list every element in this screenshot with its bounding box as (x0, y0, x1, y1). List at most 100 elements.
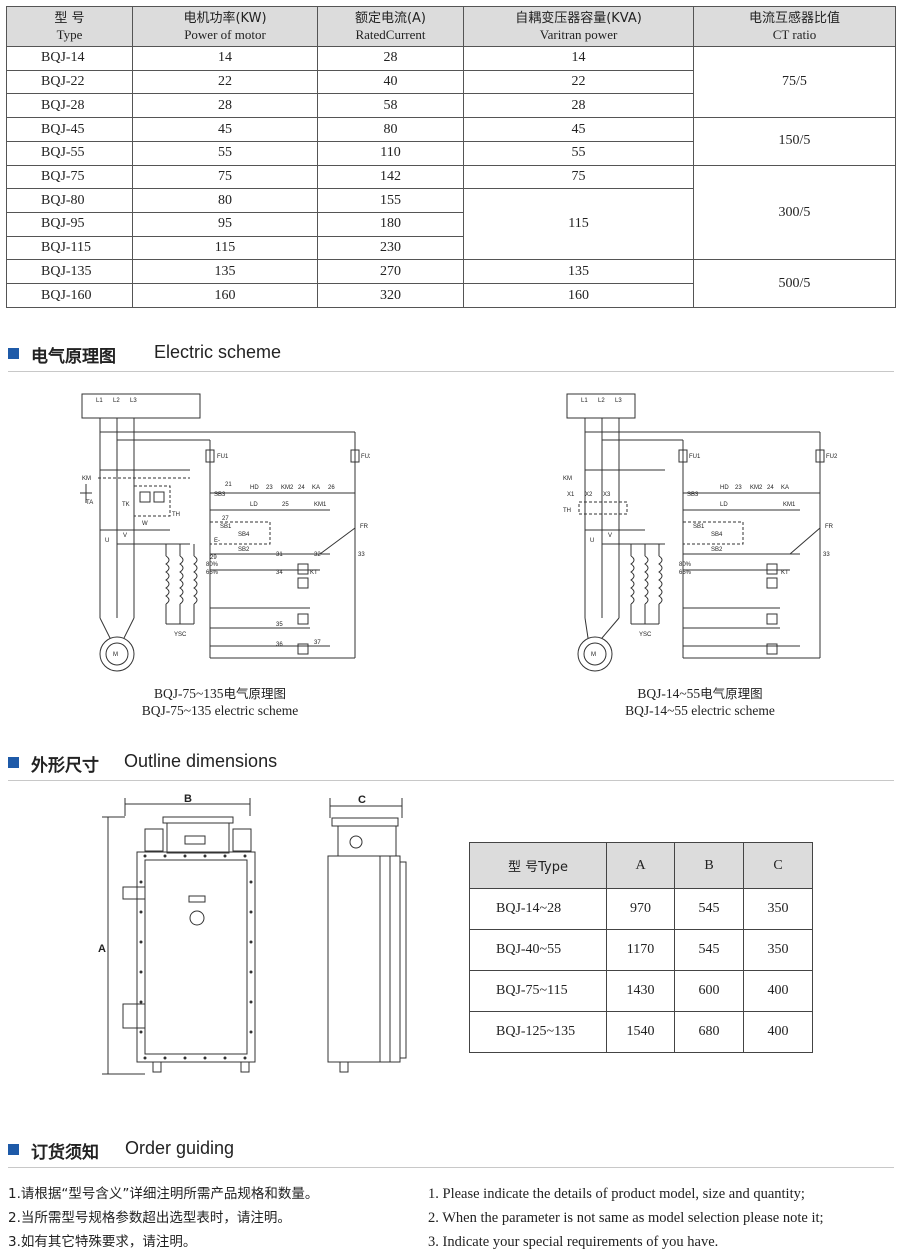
section-title-cn: 订货须知 (31, 1143, 99, 1163)
dim-cell-type: BQJ-14~28 (469, 888, 607, 930)
cell-varitran: 22 (463, 69, 694, 95)
dim-header-b: B (674, 842, 744, 889)
label-ld: LD (720, 502, 728, 508)
dim-label-a: A (98, 943, 106, 955)
label-fu2: FU2 (826, 454, 838, 460)
cell-current: 320 (317, 283, 464, 308)
dim-cell-c: 350 (743, 888, 813, 930)
label-l1: L1 (96, 398, 103, 404)
label-th: TH (563, 508, 571, 514)
caption-right-cn: 电气原理图 (700, 686, 763, 701)
label-l2: L2 (113, 398, 120, 404)
label-km: KM (82, 476, 91, 482)
label-sb4: SB4 (711, 532, 723, 538)
cell-power: 115 (132, 235, 318, 261)
cell-type: BQJ-115 (6, 235, 133, 261)
dim-header-a: A (606, 842, 675, 889)
label-n32: 32 (314, 552, 321, 558)
cell-varitran: 55 (463, 140, 694, 166)
cell-type: BQJ-45 (6, 117, 133, 142)
table-row: BQJ-40~55 1170 545 350 (469, 929, 813, 971)
section-bullet-icon (8, 757, 19, 768)
cell-varitran: 75 (463, 164, 694, 190)
label-x1: X1 (567, 492, 575, 498)
cell-varitran: 135 (463, 259, 694, 285)
header-power: 电机功率(KW)Power of motor (132, 6, 318, 47)
cell-current: 230 (317, 235, 464, 261)
table-row: BQJ-135 135 270 135 500/5 (6, 259, 896, 308)
outline-side-view: C (327, 794, 407, 1073)
label-ka: KA (781, 485, 789, 491)
cell-current: 40 (317, 69, 464, 95)
label-l2: L2 (598, 398, 605, 404)
label-fu1: FU1 (217, 454, 229, 460)
cell-type: BQJ-95 (6, 212, 133, 237)
label-motor: M (113, 652, 118, 658)
table-row: BQJ-45 45 80 45 150/5 (6, 117, 896, 166)
cell-power: 160 (132, 283, 318, 308)
label-n24: 24 (767, 485, 774, 491)
dim-cell-a: 1540 (606, 1011, 675, 1053)
dim-cell-b: 600 (674, 970, 744, 1012)
label-v: V (123, 533, 127, 539)
order-note-en-2: 2. When the parameter is not same as mod… (428, 1210, 824, 1226)
table-row: BQJ-28 28 58 28 (6, 93, 896, 119)
label-sb3: SB3 (214, 492, 226, 498)
label-n37: 37 (314, 640, 321, 646)
cell-type: BQJ-14 (6, 46, 133, 71)
header-varitran: 自耦变压器容量(KVA)Varitran power (463, 6, 694, 47)
label-sb2: SB2 (711, 547, 723, 553)
label-hd: HD (720, 485, 729, 491)
label-p65: 65% (206, 570, 219, 576)
cell-ct-ratio: 75/5 (693, 45, 896, 119)
cell-current: 270 (317, 259, 464, 285)
label-l3: L3 (130, 398, 137, 404)
header-current: 额定电流(A)RatedCurrent (317, 6, 464, 47)
label-ka: KA (312, 485, 320, 491)
order-note-cn-1: 1.请根据“型号含义”详细注明所需产品规格和数量。 (8, 1186, 319, 1202)
order-notes-en: 1. Please indicate the details of produc… (428, 1182, 824, 1254)
table-row: BQJ-14~28 970 545 350 (469, 888, 813, 930)
label-kt: KT (781, 570, 789, 576)
caption-left-cn: 电气原理图 (223, 686, 287, 701)
label-ld: LD (250, 502, 258, 508)
table-row: BQJ-125~135 1540 680 400 (469, 1011, 813, 1053)
label-n34: 34 (276, 570, 283, 576)
table-row: BQJ-75 75 142 75 300/5 (6, 164, 896, 261)
dim-cell-a: 970 (606, 888, 675, 930)
order-note-en-1: 1. Please indicate the details of produc… (428, 1186, 805, 1202)
dim-header-row: 型 号Type A B C (469, 842, 813, 889)
label-n29: 29 (210, 555, 217, 561)
label-p80: 80% (679, 562, 692, 568)
cell-type: BQJ-160 (6, 283, 133, 308)
section-title-cn: 外形尺寸 (31, 756, 99, 776)
label-sb2: SB2 (238, 547, 250, 553)
label-n23: 23 (266, 485, 273, 491)
label-u: U (590, 538, 594, 544)
label-v: V (608, 533, 612, 539)
dim-cell-type: BQJ-40~55 (469, 929, 607, 971)
cell-type: BQJ-135 (6, 259, 133, 285)
caption-left-model: BQJ-75~135 (153, 686, 224, 701)
schematic-right: L1 L2 L3 FU1 FU2 KM X1 X2 X3 TH U V M YS… (563, 393, 838, 672)
caption-left-en: BQJ-75~135 electric scheme (141, 703, 299, 718)
cell-power: 55 (132, 140, 318, 166)
dim-cell-a: 1170 (606, 929, 675, 971)
cell-type: BQJ-28 (6, 93, 133, 119)
label-n36: 36 (276, 642, 283, 648)
table-row: BQJ-160 160 320 160 (6, 283, 896, 308)
label-l1: L1 (581, 398, 588, 404)
cell-ct-ratio: 500/5 (693, 259, 896, 308)
label-tk: TK (122, 502, 130, 508)
caption-right-en: BQJ-14~55 electric scheme (625, 703, 775, 718)
label-e: E- (214, 538, 220, 544)
section-divider (8, 1167, 894, 1168)
table-row: BQJ-80 80 155 115 (6, 188, 896, 261)
cell-varitran: 115 (463, 188, 694, 261)
label-ta: TA (86, 500, 93, 506)
cell-varitran: 14 (463, 46, 694, 71)
